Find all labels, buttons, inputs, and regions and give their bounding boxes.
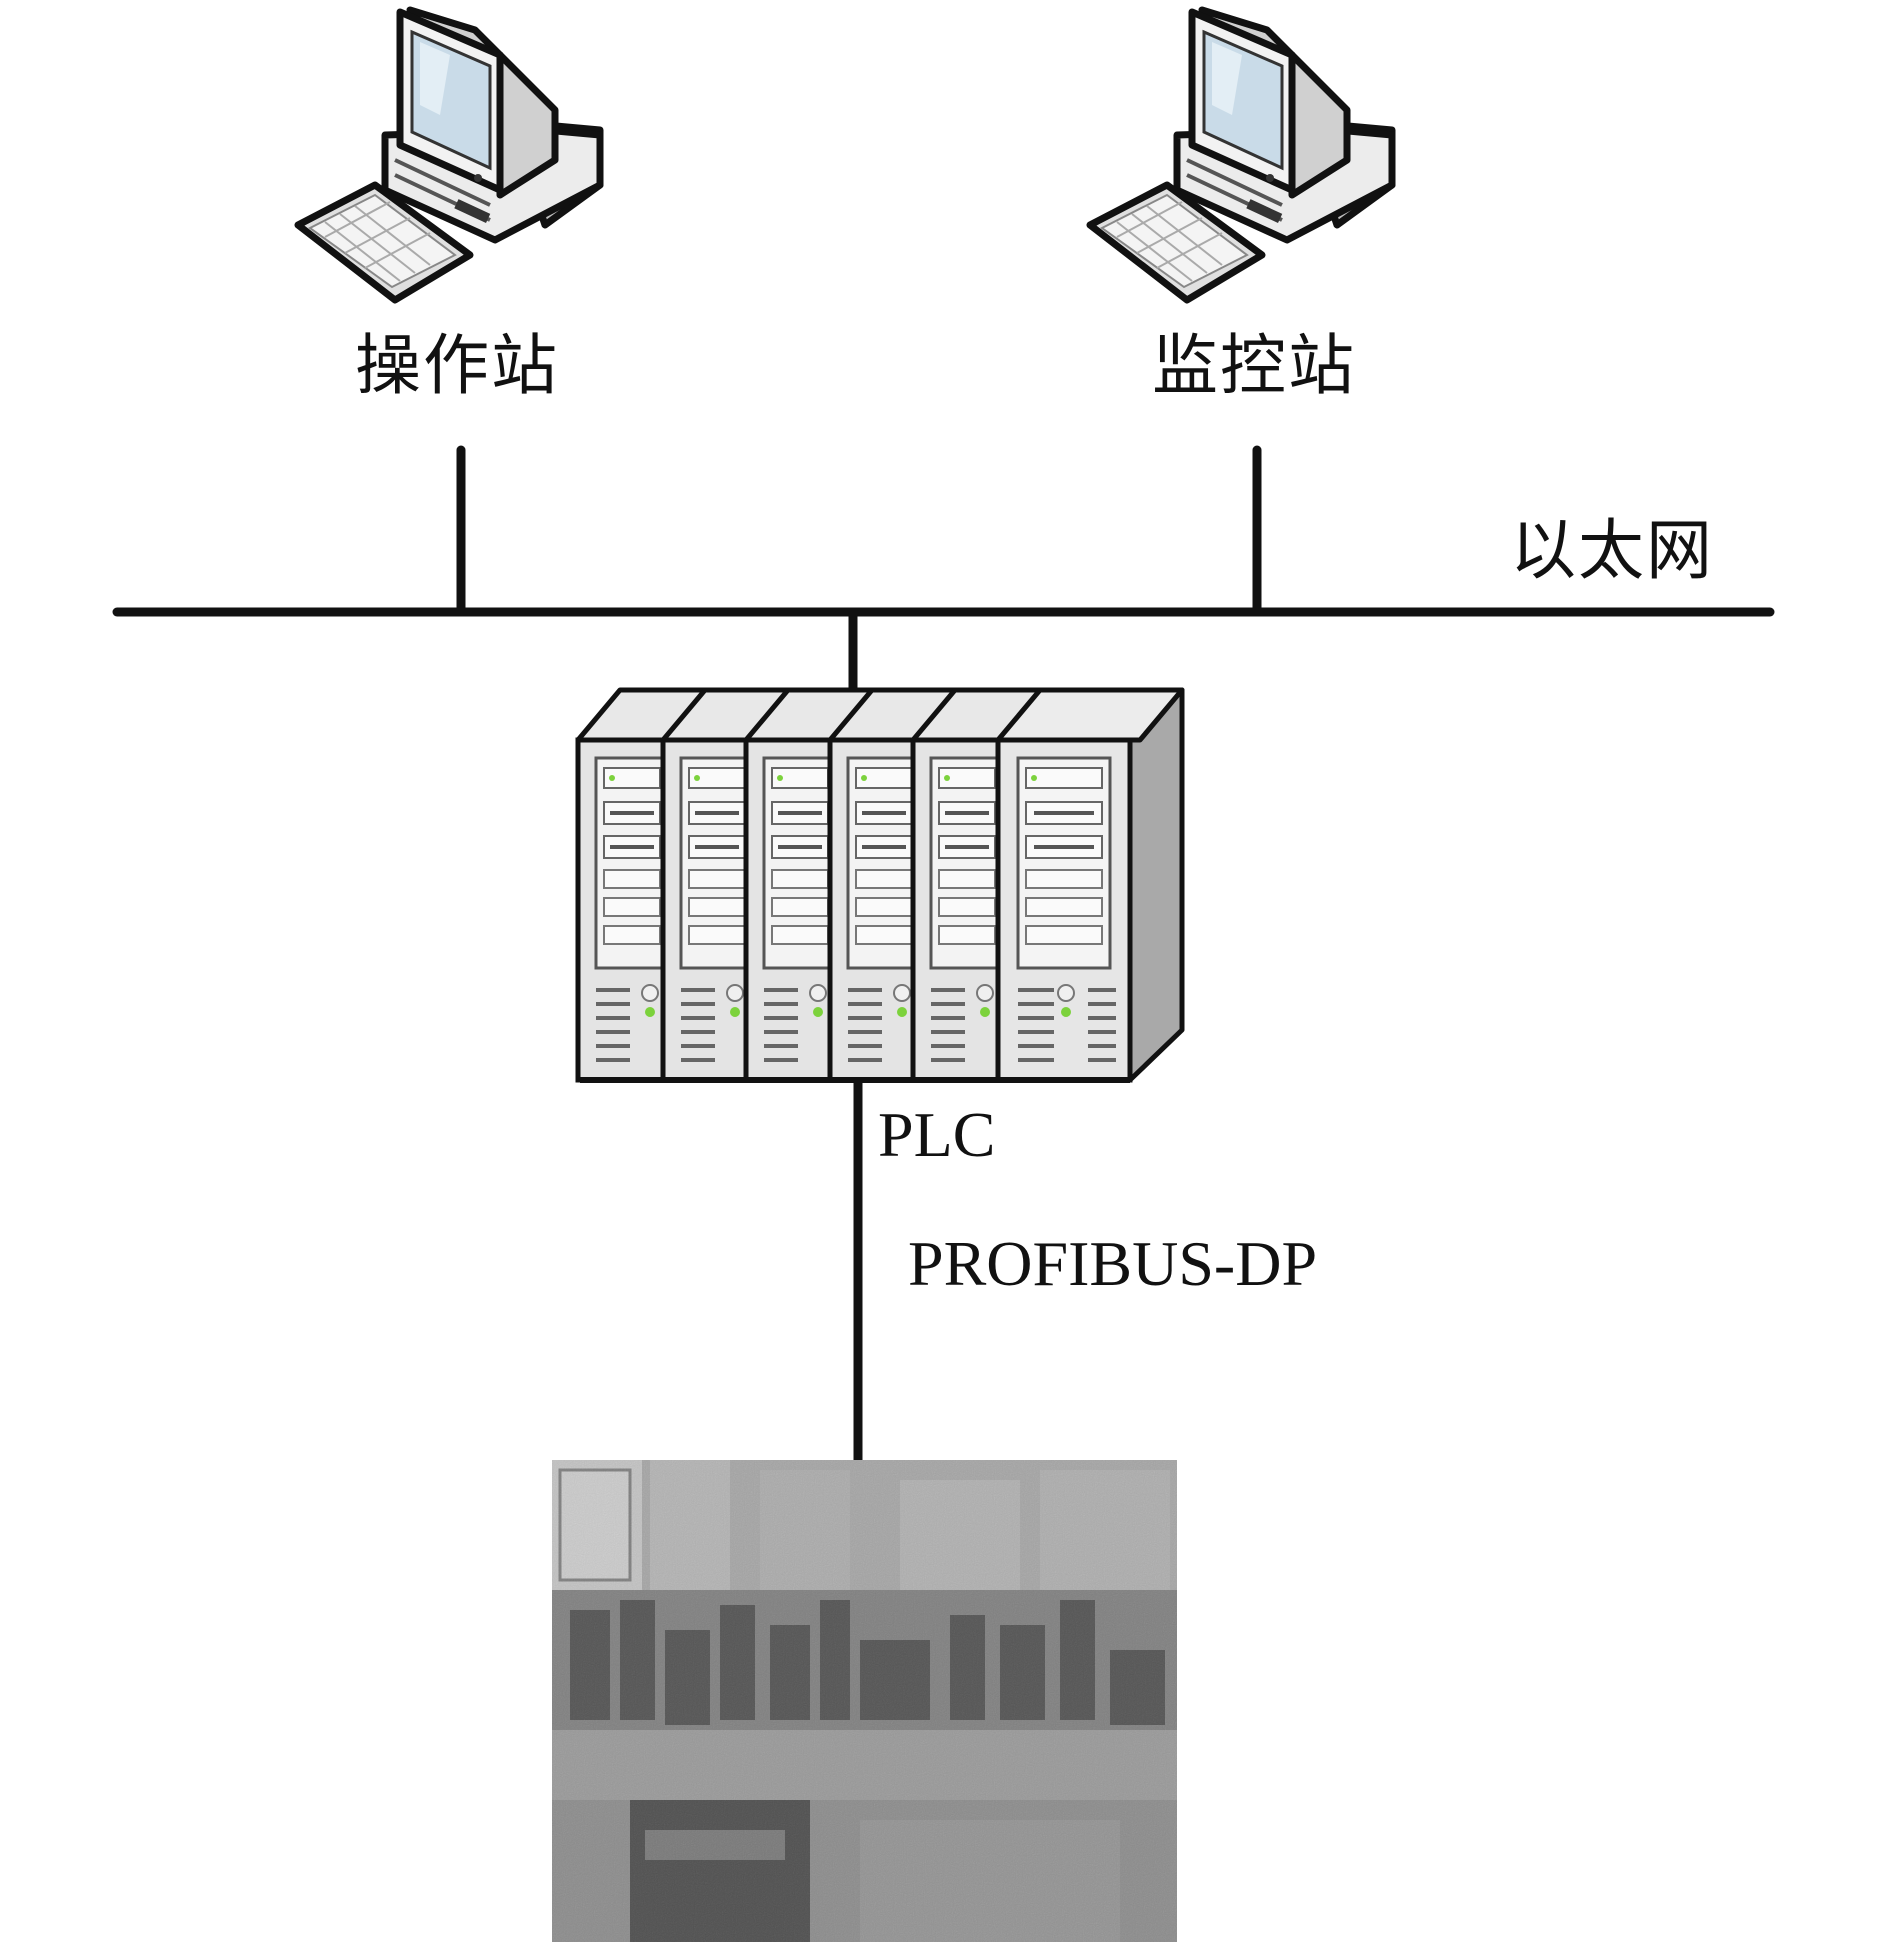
monitor-station-label: 监控站 [1152,327,1356,404]
ethernet-label: 以太网 [1510,512,1714,589]
plc-module-front [995,687,1185,1083]
operator-station-computer-icon [298,10,600,300]
monitor-station-computer-icon [1090,10,1392,300]
field-equipment-photo [552,1460,1177,1942]
plc-rack-icon [578,687,1185,1083]
plc-label: PLC [878,1099,996,1170]
profibus-dp-label: PROFIBUS-DP [908,1228,1318,1299]
operator-station-label: 操作站 [355,327,559,404]
